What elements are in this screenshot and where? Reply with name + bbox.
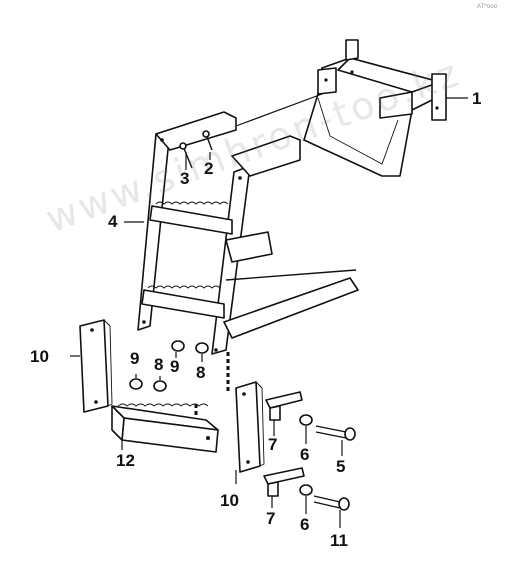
callout-8-upper: 8 <box>196 363 206 382</box>
callout-10-right: 10 <box>220 491 239 510</box>
callout-7-lower: 7 <box>266 509 276 528</box>
callout-5: 5 <box>336 457 346 476</box>
washers-upper <box>129 340 209 392</box>
callout-6-upper: 6 <box>300 445 310 464</box>
side-plate-left <box>79 319 113 413</box>
fasteners-lower <box>299 414 356 511</box>
top-bolts <box>179 130 213 169</box>
callout-3: 3 <box>180 169 190 188</box>
callout-11: 11 <box>330 531 348 550</box>
callout-2: 2 <box>204 159 214 178</box>
corner-code: AT^ooo <box>476 4 497 10</box>
lower-step <box>111 403 219 453</box>
callout-7-upper: 7 <box>268 435 278 454</box>
callout-9-lower: 9 <box>130 349 140 368</box>
callout-8-lower: 8 <box>154 355 164 374</box>
callout-1: 1 <box>472 89 482 108</box>
clips <box>263 391 305 497</box>
callout-6-lower: 6 <box>300 515 310 534</box>
side-plate-right <box>235 381 265 473</box>
ladder-frame <box>137 111 359 355</box>
callout-4: 4 <box>108 212 118 231</box>
callout-10-left: 10 <box>30 347 49 366</box>
mounting-bracket <box>303 39 447 177</box>
leader-lines <box>70 93 468 528</box>
callout-9-upper: 9 <box>170 357 180 376</box>
callout-12: 12 <box>116 451 135 470</box>
